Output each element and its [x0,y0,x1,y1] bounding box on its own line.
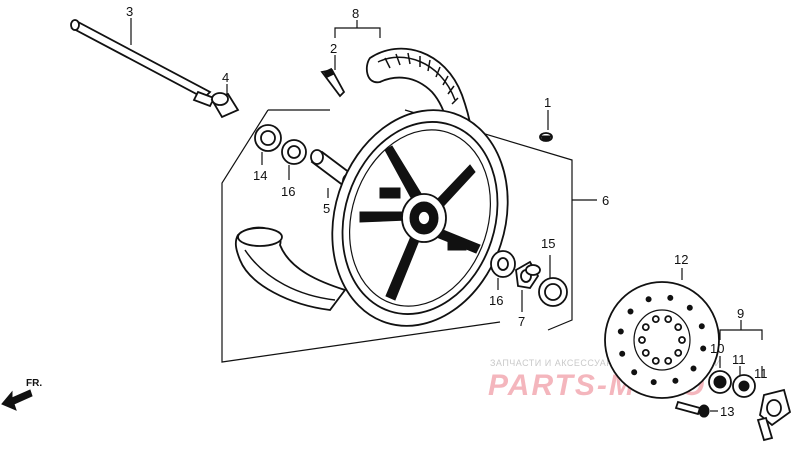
callout-6: 6 [602,193,609,208]
front-direction-label: FR. [26,378,42,389]
speedometer-gearbox-part [708,320,792,442]
disc-bolt-hole [664,356,673,365]
callout-3: 3 [126,4,133,19]
disc-bolt-hole [638,336,646,344]
callout-12: 12 [674,252,688,267]
tire-part [334,20,473,161]
callout-7: 7 [518,314,525,329]
bearing-left-part [281,139,307,180]
disc-vent-hole [698,323,705,330]
oil-seal-right-part [525,255,568,307]
callout-16-left: 16 [281,184,295,199]
disc-vent-hole [690,365,697,372]
disc-vent-hole [650,379,657,386]
callout-16-right: 16 [489,293,503,308]
disc-vent-hole [631,369,638,376]
disc-vent-hole [627,308,634,315]
callout-5: 5 [323,201,330,216]
front-direction-arrow: FR. [1,378,42,411]
disc-vent-hole [617,328,624,335]
valve-part [320,55,346,98]
disc-bolt-hole [641,348,650,357]
disc-vent-hole [672,377,679,384]
disc-bolt-hole [651,315,660,324]
bearing-right-part [490,250,516,290]
disc-bolt-hole [641,323,650,332]
brake-disc-part [604,268,720,399]
disc-bolt-part [674,400,718,418]
callout-11-a: 11 [732,352,746,367]
axle-collar-part [210,84,240,119]
disc-vent-hole [619,350,626,357]
callout-4: 4 [222,70,229,85]
callout-14: 14 [253,168,267,183]
callout-1: 1 [544,95,551,110]
disc-vent-hole [686,304,693,311]
disc-bolt-hole [674,323,683,332]
callout-2: 2 [330,41,337,56]
disc-vent-hole [645,296,652,303]
wheel-rim-part [331,109,509,327]
bolt-small-part [539,110,553,142]
callout-labels: 3 4 8 2 1 14 16 5 6 15 16 7 12 9 10 11 1… [126,4,768,419]
watermark-top-text: ЗАПЧАСТИ И АКСЕССУАРЫ ДЛЯ МОТОТЕХНИКИ [490,358,721,368]
callout-9: 9 [737,306,744,321]
oil-seal-left-part [254,124,282,165]
disc-bolt-hole [664,315,673,324]
disc-bolt-hole [674,348,683,357]
axle-part [70,18,216,108]
disc-vent-hole [667,294,674,301]
callout-13: 13 [720,404,734,419]
disc-vent-hole [700,345,707,352]
callout-15: 15 [541,236,555,251]
callout-11-b: 11 [754,366,768,381]
assembly-outline [221,109,573,363]
disc-bolt-hole [651,356,660,365]
callout-10: 10 [710,341,724,356]
disc-bolt-hole [678,336,686,344]
callout-8: 8 [352,6,359,21]
